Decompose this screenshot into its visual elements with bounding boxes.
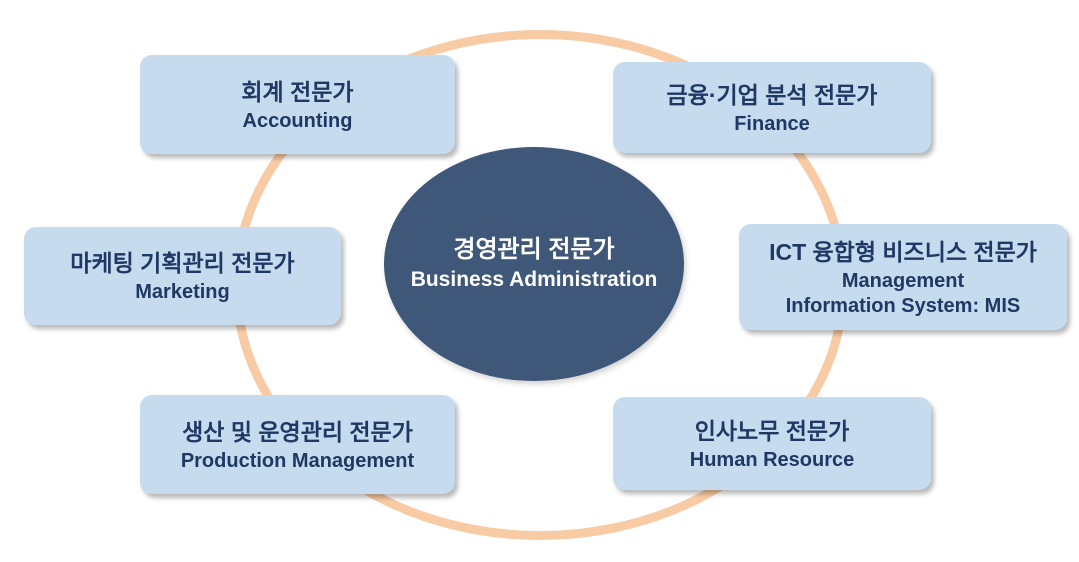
node-finance-korean: 금융·기업 분석 전문가 bbox=[666, 81, 878, 108]
center-node-business-administration: 경영관리 전문가 Business Administration bbox=[384, 147, 684, 381]
node-production-management: 생산 및 운영관리 전문가 Production Management bbox=[140, 395, 455, 494]
center-title-english: Business Administration bbox=[410, 268, 658, 291]
node-mis-english-line2: Information System: MIS bbox=[785, 295, 1021, 317]
node-human-resource: 인사노무 전문가 Human Resource bbox=[613, 397, 931, 490]
node-mis-english-line1: Management bbox=[841, 270, 965, 292]
node-marketing: 마케팅 기획관리 전문가 Marketing bbox=[24, 227, 341, 325]
node-marketing-english: Marketing bbox=[135, 281, 230, 303]
node-mis: ICT 융합형 비즈니스 전문가 Management Information … bbox=[739, 224, 1067, 330]
node-finance: 금융·기업 분석 전문가 Finance bbox=[613, 62, 931, 153]
node-finance-english: Finance bbox=[734, 112, 810, 135]
node-hr-english: Human Resource bbox=[689, 448, 855, 471]
node-production-korean: 생산 및 운영관리 전문가 bbox=[182, 418, 413, 445]
node-mis-korean: ICT 융합형 비즈니스 전문가 bbox=[769, 239, 1037, 265]
node-hr-korean: 인사노무 전문가 bbox=[694, 417, 850, 444]
center-title-korean: 경영관리 전문가 bbox=[453, 236, 615, 263]
node-accounting-korean: 회계 전문가 bbox=[241, 78, 354, 105]
node-accounting-english: Accounting bbox=[242, 109, 353, 132]
node-accounting: 회계 전문가 Accounting bbox=[140, 55, 455, 154]
node-production-english: Production Management bbox=[180, 449, 415, 472]
node-marketing-korean: 마케팅 기획관리 전문가 bbox=[70, 250, 295, 276]
